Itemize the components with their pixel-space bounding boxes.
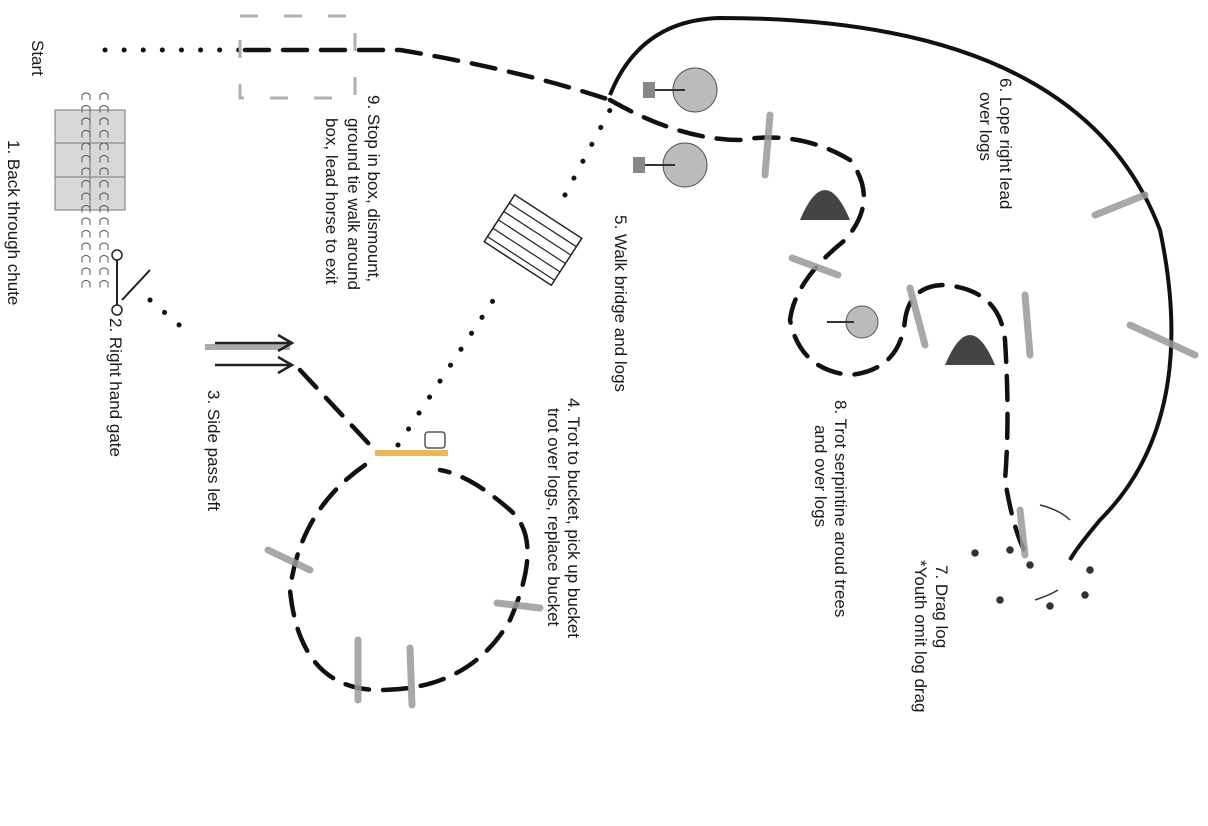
log-icon (493, 599, 544, 612)
tree-icon (643, 67, 718, 113)
chute-icon (54, 92, 126, 288)
label-step9-line1: 9. Stop in box, dismount, (364, 95, 383, 282)
label-step9-line3: box, lead horse to exit (322, 118, 341, 285)
tree-icon (827, 305, 879, 339)
bridge-dotted-line (562, 107, 613, 198)
label-start: Start (28, 40, 47, 76)
drag-log-area (971, 504, 1094, 610)
walk-dotted-line (395, 287, 503, 448)
bush-icon (945, 335, 995, 365)
log-icon (1091, 191, 1149, 219)
sidepass-to-bucket (297, 367, 373, 448)
serpentine-path (607, 97, 1033, 563)
log-icon (788, 254, 842, 279)
label-step8-line2: and over logs (811, 425, 830, 527)
log-icon (1021, 291, 1034, 359)
bridge-icon (483, 193, 583, 287)
gate-icon (111, 249, 151, 316)
label-step6-line2: over logs (976, 92, 995, 161)
log-icon (406, 644, 416, 709)
log-icon (264, 546, 314, 574)
log-icon (761, 111, 774, 179)
label-step3: 3. Side pass left (204, 390, 223, 511)
label-step4-line1: 4. Trot to bucket, pick up bucket (564, 398, 583, 638)
exit-dashed-line (242, 47, 613, 103)
label-step6-line1: 6. Lope right lead (996, 78, 1015, 209)
label-step9-line2: ground tie walk around (344, 118, 363, 290)
label-step8-line1: 8. Trot serpintine aroud trees (831, 400, 850, 617)
lope-path (608, 15, 1174, 561)
log-icon (1126, 321, 1199, 359)
log-icon (906, 284, 929, 349)
label-step4-line2: trot over logs, replace bucket (544, 408, 563, 627)
label-step1: 1. Back through chute (4, 140, 23, 305)
stop-box (238, 14, 357, 100)
side-pass-arrows (205, 333, 295, 375)
label-step7-line2: *Youth omit log drag (911, 560, 930, 712)
label-step7-line1: 7. Drag log (932, 565, 951, 648)
bucket-icon (424, 431, 446, 449)
gate-dotted-line (147, 297, 188, 333)
bush-icon (800, 190, 850, 220)
label-step5: 5. Walk bridge and logs (611, 215, 630, 392)
tree-icon (633, 142, 708, 188)
label-step2: 2. Right hand gate (106, 318, 125, 457)
